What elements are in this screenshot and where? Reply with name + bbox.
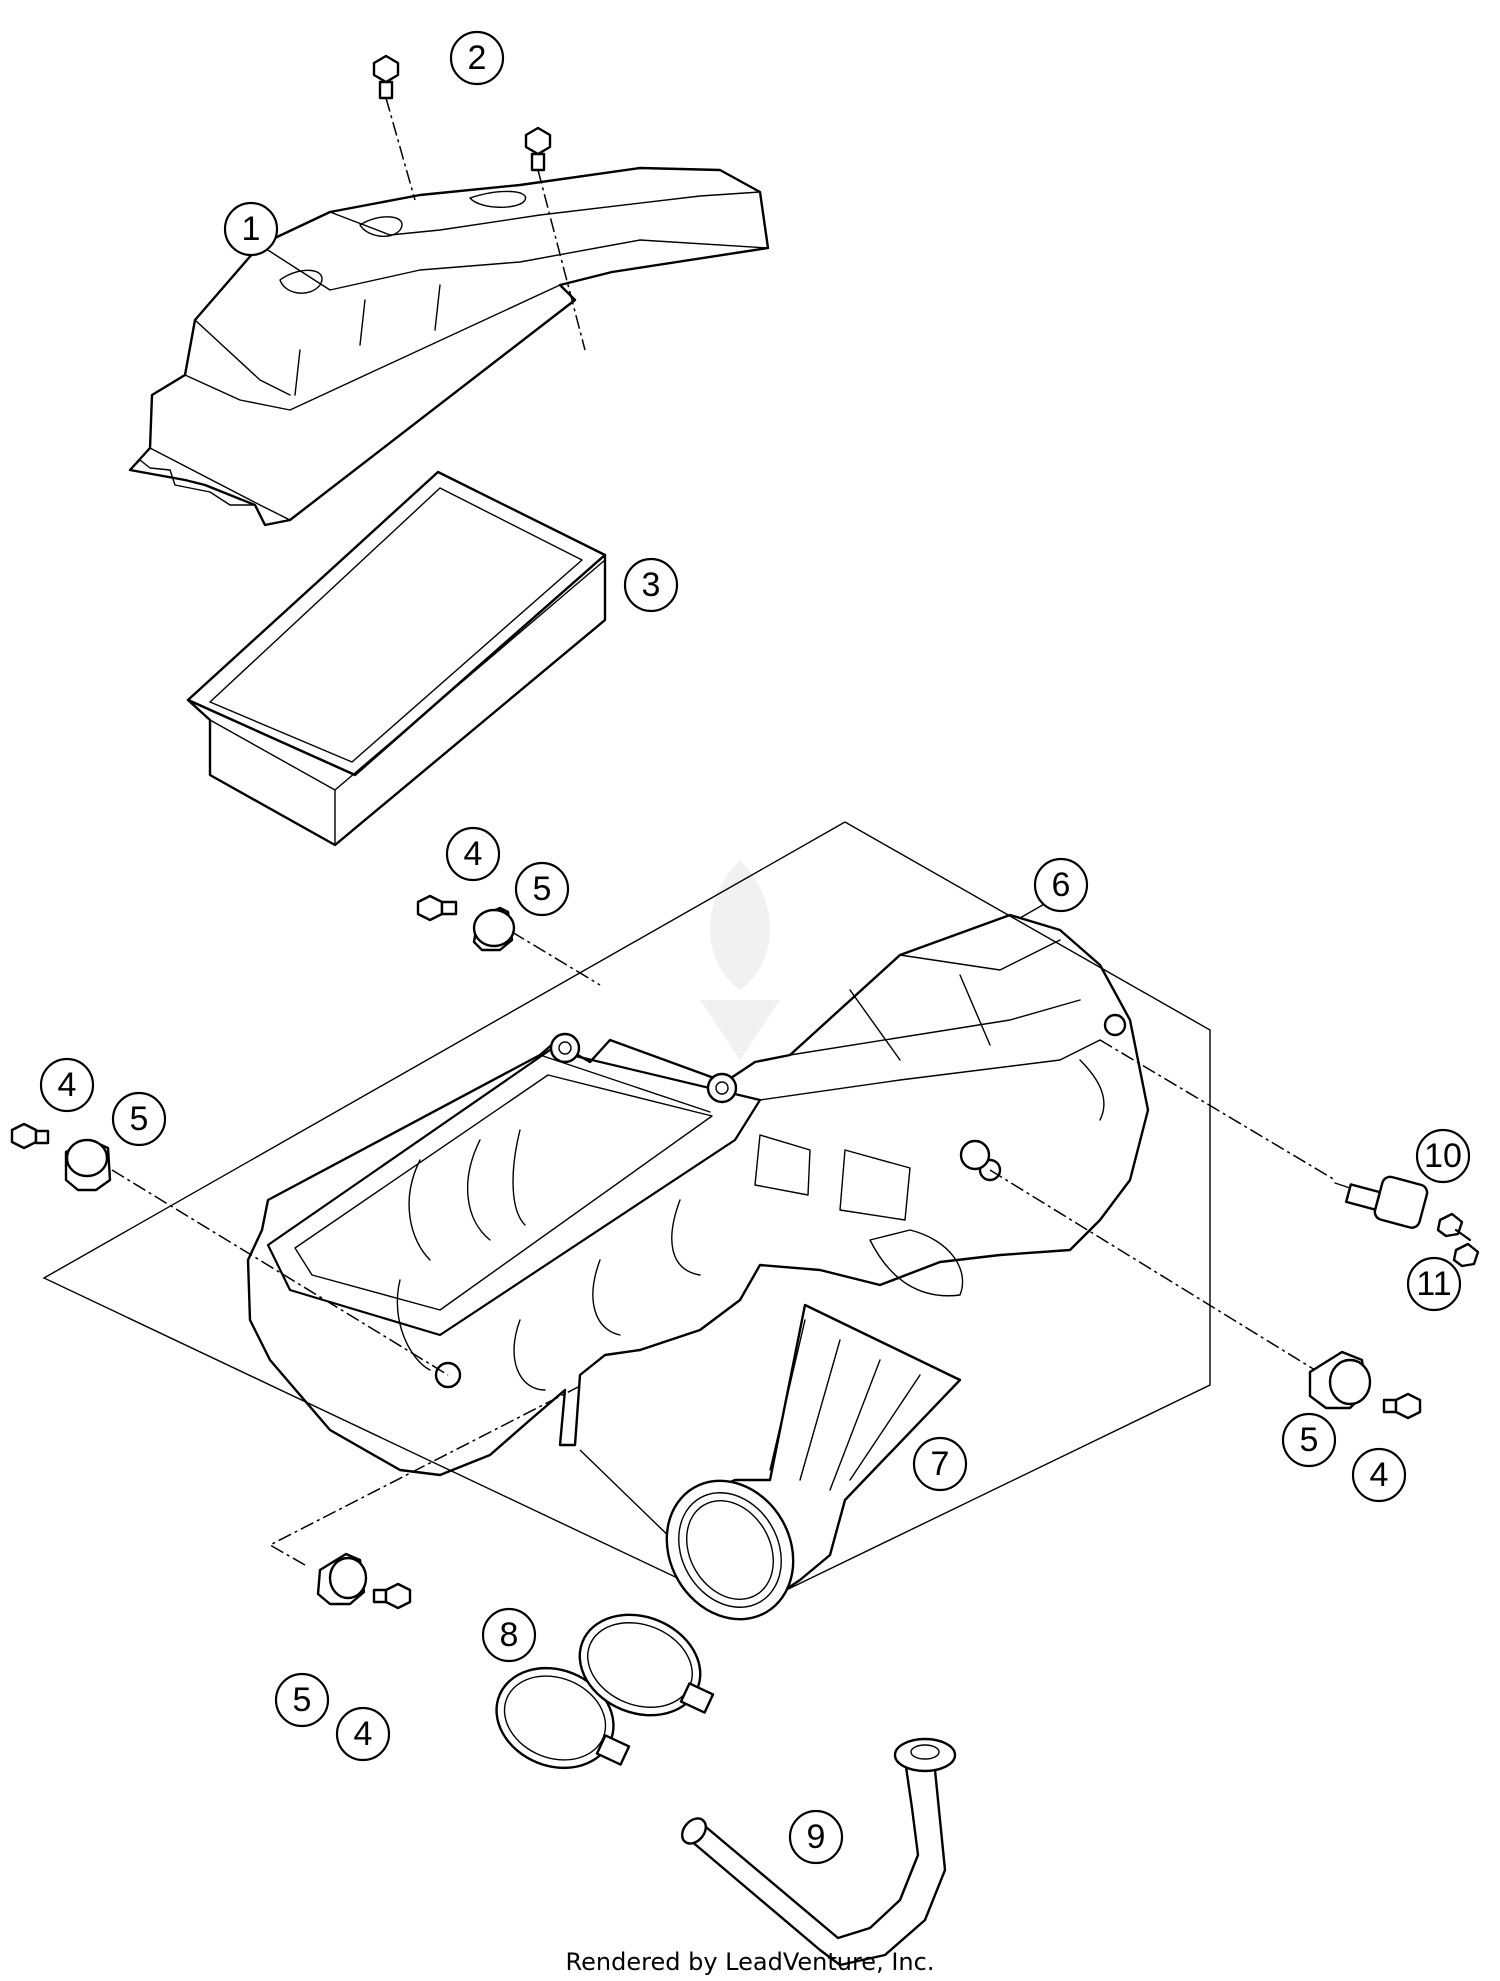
render-credit: Rendered by LeadVenture, Inc. (565, 1948, 935, 1976)
svg-text:9: 9 (807, 1818, 826, 1856)
callout-8: 8 (481, 1607, 537, 1663)
svg-text:5: 5 (130, 1100, 149, 1138)
callout-7: 7 (912, 1436, 968, 1492)
svg-text:2: 2 (468, 39, 487, 77)
svg-text:4: 4 (58, 1066, 77, 1104)
watermark-logo (700, 860, 780, 1060)
mount-bolt-bottom (372, 1582, 412, 1610)
sensor-screw-1 (1436, 1212, 1472, 1242)
rubber-mount-top (472, 906, 516, 952)
callout-2: 2 (449, 30, 505, 86)
intake-sensor (1334, 1175, 1429, 1229)
callout-9: 9 (788, 1809, 844, 1865)
cover-screw-1 (372, 54, 400, 100)
assembly-outline (42, 821, 1211, 1611)
callout-5-bottom: 5 (274, 1672, 330, 1728)
svg-text:4: 4 (354, 1715, 373, 1753)
hose-clamp-1 (495, 1666, 631, 1770)
drain-hose (680, 1737, 957, 1967)
intake-boot (665, 1303, 962, 1621)
callout-6: 6 (1033, 857, 1089, 913)
callout-10: 10 (1415, 1128, 1471, 1184)
callout-3: 3 (623, 557, 679, 613)
airbox-housing (246, 913, 1150, 1477)
callout-4-left: 4 (39, 1057, 95, 1113)
air-filter (186, 470, 607, 847)
svg-text:3: 3 (642, 566, 661, 604)
svg-text:7: 7 (931, 1445, 950, 1483)
callout-5-right: 5 (1281, 1412, 1337, 1468)
callout-1: 1 (223, 201, 279, 257)
cover-screw-2 (524, 126, 552, 172)
mount-bolt-left (10, 1122, 50, 1150)
callout-4-right: 4 (1351, 1447, 1407, 1503)
airbox-cover (128, 166, 770, 527)
callout-5-left: 5 (111, 1091, 167, 1147)
svg-text:4: 4 (464, 835, 483, 873)
rubber-mount-right (1308, 1350, 1372, 1410)
svg-text:8: 8 (500, 1616, 519, 1654)
svg-text:4: 4 (1370, 1456, 1389, 1494)
callout-4-top: 4 (445, 826, 501, 882)
sensor-screw-2 (1452, 1242, 1480, 1268)
svg-text:5: 5 (533, 870, 552, 908)
callout-4-bottom: 4 (335, 1706, 391, 1762)
callout-11: 11 (1406, 1256, 1462, 1312)
callout-5-top: 5 (514, 861, 570, 917)
svg-text:11: 11 (1416, 1265, 1451, 1303)
rubber-mount-bottom (316, 1552, 368, 1606)
mount-bolt-top (416, 894, 458, 922)
svg-text:10: 10 (1424, 1137, 1462, 1175)
hose-clamp-2 (578, 1613, 715, 1717)
svg-text:5: 5 (1300, 1421, 1319, 1459)
svg-text:6: 6 (1052, 866, 1071, 904)
rubber-mount-left (64, 1138, 112, 1192)
mount-bolt-right (1382, 1392, 1422, 1420)
svg-text:5: 5 (293, 1681, 312, 1719)
svg-text:1: 1 (242, 210, 261, 248)
